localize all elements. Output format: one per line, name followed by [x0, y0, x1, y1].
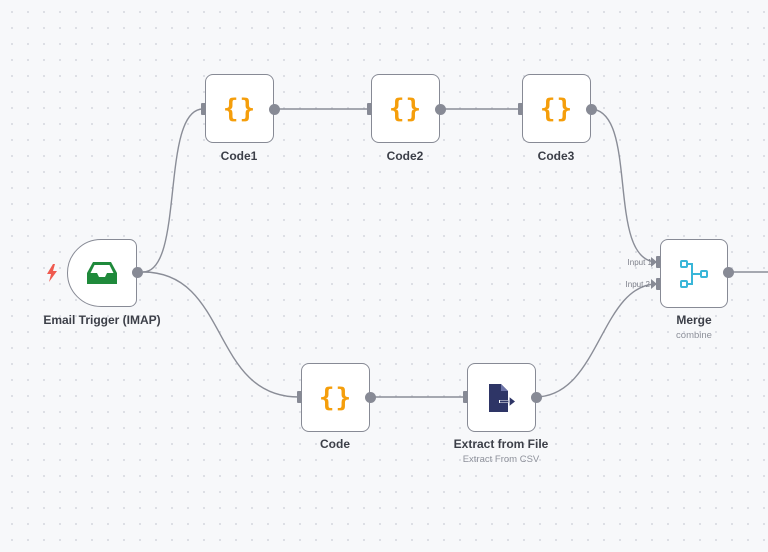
- code-output-handle[interactable]: [364, 391, 376, 403]
- merge-input-1-arrow: [651, 257, 657, 267]
- code-braces-icon: {}: [222, 93, 257, 124]
- edge-trigger-to-code1: [142, 108, 204, 273]
- code3-input-handle[interactable]: [518, 103, 523, 115]
- email-trigger-node[interactable]: [67, 239, 137, 307]
- code1-output-handle[interactable]: [268, 103, 280, 115]
- edge-code3-to-merge: [589, 108, 658, 263]
- code1-input-handle[interactable]: [201, 103, 206, 115]
- merge-input-1-label: Input 1: [627, 258, 652, 267]
- merge-branch-icon: [680, 259, 708, 288]
- merge-label: Merge: [676, 313, 712, 327]
- email-trigger-output-handle[interactable]: [131, 266, 143, 278]
- code2-output-handle[interactable]: [434, 103, 446, 115]
- edge-trigger-to-code: [142, 271, 300, 398]
- code1-label: Code1: [220, 149, 258, 163]
- merge-output-handle[interactable]: [722, 266, 734, 278]
- inbox-tray-icon: [87, 262, 117, 284]
- extract-subtitle: Extract From CSV: [462, 454, 540, 465]
- merge-input-2-label: Input 2: [625, 280, 650, 289]
- code-node[interactable]: {}: [301, 363, 370, 432]
- extract-from-file-node[interactable]: [467, 363, 536, 432]
- code-input-handle[interactable]: [297, 391, 302, 403]
- merge-subtitle: combine: [676, 330, 712, 341]
- code-braces-icon: {}: [388, 93, 423, 124]
- code-braces-icon: {}: [318, 382, 353, 413]
- code2-label: Code2: [386, 149, 424, 163]
- code-braces-icon: {}: [539, 93, 574, 124]
- extract-input-handle[interactable]: [463, 391, 468, 403]
- code3-node[interactable]: {}: [522, 74, 591, 143]
- code1-node[interactable]: {}: [205, 74, 274, 143]
- email-trigger-label: Email Trigger (IMAP): [43, 313, 161, 327]
- extract-label: Extract from File: [453, 437, 549, 451]
- merge-input-2-handle[interactable]: [656, 278, 661, 290]
- edge-extract-to-merge: [534, 283, 658, 398]
- code3-label: Code3: [537, 149, 575, 163]
- code2-node[interactable]: {}: [371, 74, 440, 143]
- file-extract-icon: [488, 383, 517, 412]
- code2-input-handle[interactable]: [367, 103, 372, 115]
- merge-input-1-handle[interactable]: [656, 256, 661, 268]
- merge-input-2-arrow: [651, 279, 657, 289]
- code-label: Code: [320, 437, 350, 451]
- trigger-bolt-icon: [47, 264, 57, 282]
- code3-output-handle[interactable]: [585, 103, 597, 115]
- merge-node[interactable]: [660, 239, 728, 308]
- extract-output-handle[interactable]: [530, 391, 542, 403]
